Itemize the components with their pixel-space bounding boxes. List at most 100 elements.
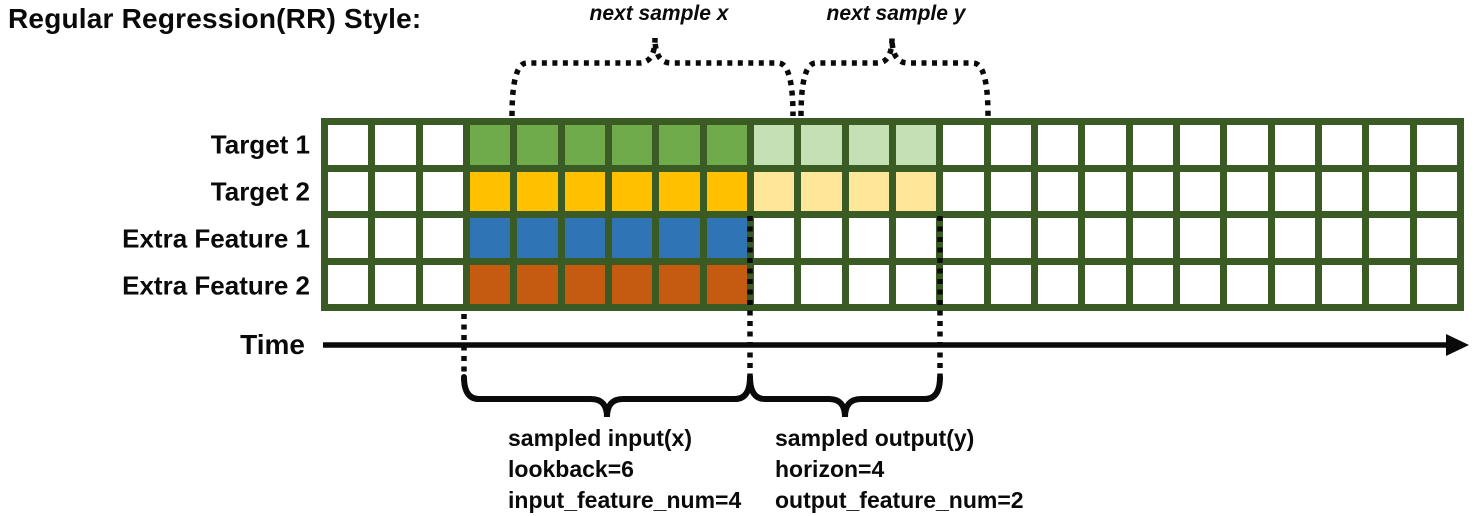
grid-cell (659, 218, 700, 258)
grid-cell (1274, 218, 1315, 258)
grid-cell (1227, 125, 1268, 165)
grid-cell (1132, 171, 1173, 211)
time-axis-label: Time (240, 329, 305, 360)
grid-cell (659, 171, 700, 211)
grid-cell (1132, 125, 1173, 165)
grid-cell (706, 125, 747, 165)
grid-cell (1416, 264, 1457, 304)
next-sample-y-label: next sample y (826, 2, 966, 25)
grid-cell (469, 264, 511, 304)
sampled-output-title: sampled output(y) (775, 425, 975, 451)
grid-cell (422, 125, 463, 165)
grid-cell (564, 218, 605, 258)
grid-cell (1416, 218, 1457, 258)
grid-cell (422, 264, 463, 304)
grid-cell (517, 171, 558, 211)
grid-cell (1037, 264, 1079, 304)
sampled-input-title: sampled input(x) (508, 425, 693, 451)
grid-cell (1274, 264, 1315, 304)
grid-cell (990, 171, 1031, 211)
grid-cell (753, 171, 795, 211)
grid-cell (990, 125, 1031, 165)
grid-cell (1416, 171, 1457, 211)
grid-cell (1085, 125, 1126, 165)
page-title: Regular Regression(RR) Style: (8, 3, 422, 34)
grid-cell (611, 171, 653, 211)
grid-cell (706, 218, 747, 258)
grid-cell (328, 125, 369, 165)
grid-cell (1416, 125, 1457, 165)
grid-cell (469, 218, 511, 258)
grid-cell (328, 264, 369, 304)
grid-cell (1227, 264, 1268, 304)
grid-cell (943, 218, 984, 258)
grid-cell (1227, 171, 1268, 211)
grid-cell (422, 171, 463, 211)
lookback-value: lookback=6 (508, 456, 634, 482)
grid-cell (801, 218, 842, 258)
next-sample-x-label: next sample x (589, 2, 729, 25)
grid-cell (1037, 218, 1079, 258)
next-sample-y-brace (798, 37, 991, 117)
grid-cell (517, 125, 558, 165)
grid-cell (1369, 125, 1410, 165)
grid-cell (1179, 218, 1221, 258)
grid-cell (328, 218, 369, 258)
grid-cell (611, 125, 653, 165)
sampled-output-note: sampled output(y) horizon=4 output_featu… (775, 423, 1024, 516)
grid-cell (848, 171, 889, 211)
grid-cell (1037, 171, 1079, 211)
grid-cell (895, 125, 937, 165)
grid-cell (943, 171, 984, 211)
grid-cell (1369, 171, 1410, 211)
grid-cell (1132, 264, 1173, 304)
grid-cell (848, 264, 889, 304)
input-feature-num-value: input_feature_num=4 (508, 487, 742, 513)
grid-cell (1321, 125, 1363, 165)
grid-cell (1369, 218, 1410, 258)
sampled-input-brace (461, 374, 753, 418)
sampled-output-brace (747, 374, 943, 418)
time-axis-arrowhead (1446, 334, 1469, 356)
grid-cell (1321, 264, 1363, 304)
grid-cell (895, 264, 937, 304)
grid-cell (564, 264, 605, 304)
grid-cell (564, 125, 605, 165)
grid-cell (1179, 125, 1221, 165)
grid-cell (1321, 218, 1363, 258)
grid-cell (375, 171, 416, 211)
grid-cell (848, 125, 889, 165)
grid-cell (517, 218, 558, 258)
row-label-extra-feature-2: Extra Feature 2 (122, 270, 310, 301)
grid-cell (422, 218, 463, 258)
grid-cell (895, 218, 937, 258)
grid-cell (1085, 218, 1126, 258)
grid-cell (801, 125, 842, 165)
grid-cell (990, 264, 1031, 304)
grid-cell (1085, 171, 1126, 211)
row-label-extra-feature-1: Extra Feature 1 (122, 223, 310, 254)
grid-cell (375, 125, 416, 165)
grid-cell (943, 264, 984, 304)
grid-cell (659, 125, 700, 165)
horizon-value: horizon=4 (775, 456, 885, 482)
row-label-target-2: Target 2 (210, 176, 310, 207)
timeseries-grid (321, 118, 1464, 311)
output-feature-num-value: output_feature_num=2 (775, 487, 1024, 513)
grid-cell (1227, 218, 1268, 258)
grid-cell (753, 218, 795, 258)
grid-cell (706, 171, 747, 211)
grid-cell (706, 264, 747, 304)
grid-cell (328, 171, 369, 211)
grid-cell (611, 264, 653, 304)
grid-cell (517, 264, 558, 304)
grid-cell (1179, 171, 1221, 211)
grid-cell (1274, 125, 1315, 165)
grid-cell (659, 264, 700, 304)
grid-cell (469, 171, 511, 211)
grid-cell (848, 218, 889, 258)
grid-cell (375, 218, 416, 258)
grid-cell (1369, 264, 1410, 304)
grid-cell (611, 218, 653, 258)
